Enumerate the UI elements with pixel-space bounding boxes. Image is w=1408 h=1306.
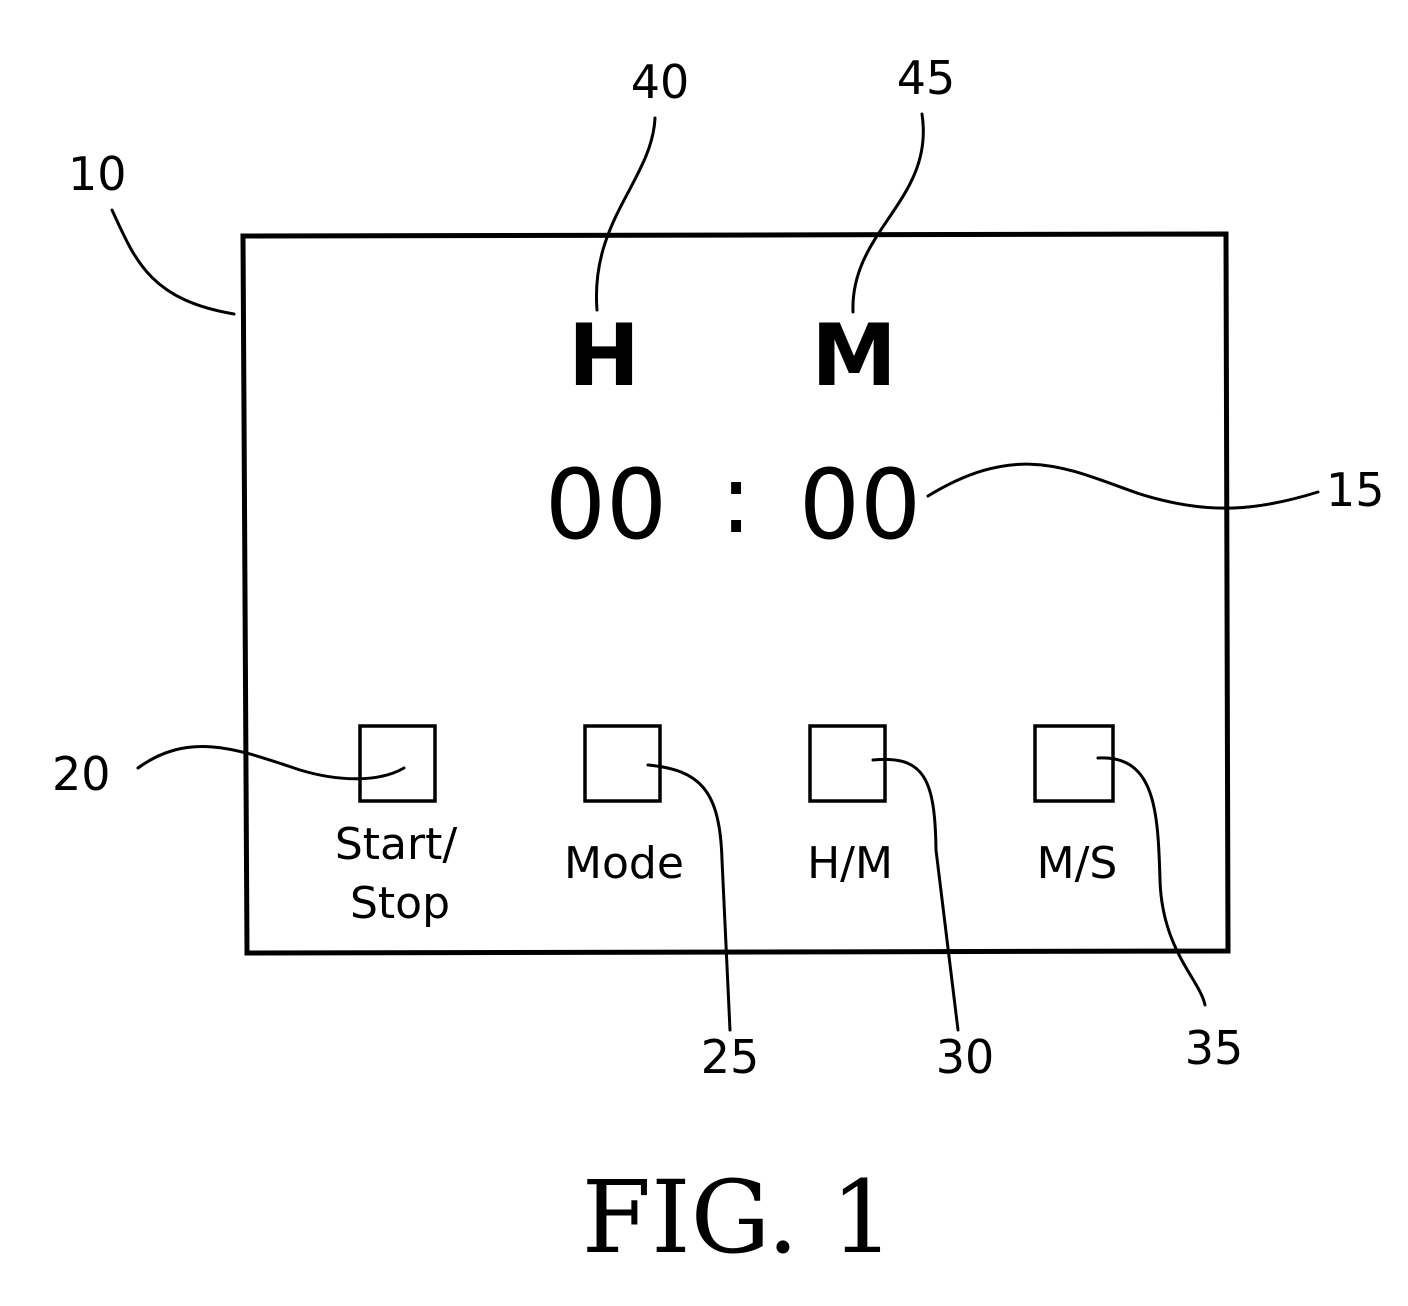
- minute-second-label: M/S: [1037, 838, 1118, 889]
- minute-unit-label: M: [811, 306, 897, 406]
- leader-mode: [648, 765, 730, 1030]
- start-stop-label-line1: Start/: [335, 819, 457, 870]
- leader-hour-unit: [596, 118, 655, 310]
- ref-hour-minute: 30: [936, 1030, 995, 1084]
- figure-caption: FIG. 1: [582, 1159, 894, 1276]
- hour-unit-label: H: [568, 306, 640, 406]
- ref-mode: 25: [701, 1030, 760, 1084]
- ref-hour-unit: 40: [631, 55, 690, 109]
- mode-label: Mode: [564, 838, 684, 889]
- leader-start-stop: [138, 747, 404, 779]
- readout-right-digits: 00: [799, 449, 921, 561]
- ref-start-stop: 20: [52, 747, 111, 801]
- mode-button[interactable]: [585, 726, 660, 801]
- leader-minute-unit: [853, 114, 923, 312]
- ref-minute-second: 35: [1185, 1021, 1244, 1075]
- readout-left-digits: 00: [545, 449, 667, 561]
- minute-second-button[interactable]: [1035, 726, 1113, 801]
- readout-separator: :: [720, 443, 752, 555]
- leader-device: [112, 210, 234, 314]
- leader-readout: [928, 464, 1318, 508]
- hour-minute-button[interactable]: [810, 726, 885, 801]
- ref-minute-unit: 45: [897, 51, 956, 105]
- start-stop-button[interactable]: [360, 726, 435, 801]
- ref-device: 10: [68, 147, 127, 201]
- hour-minute-label: H/M: [807, 838, 893, 889]
- start-stop-label-line2: Stop: [350, 878, 450, 929]
- ref-readout: 15: [1326, 463, 1385, 517]
